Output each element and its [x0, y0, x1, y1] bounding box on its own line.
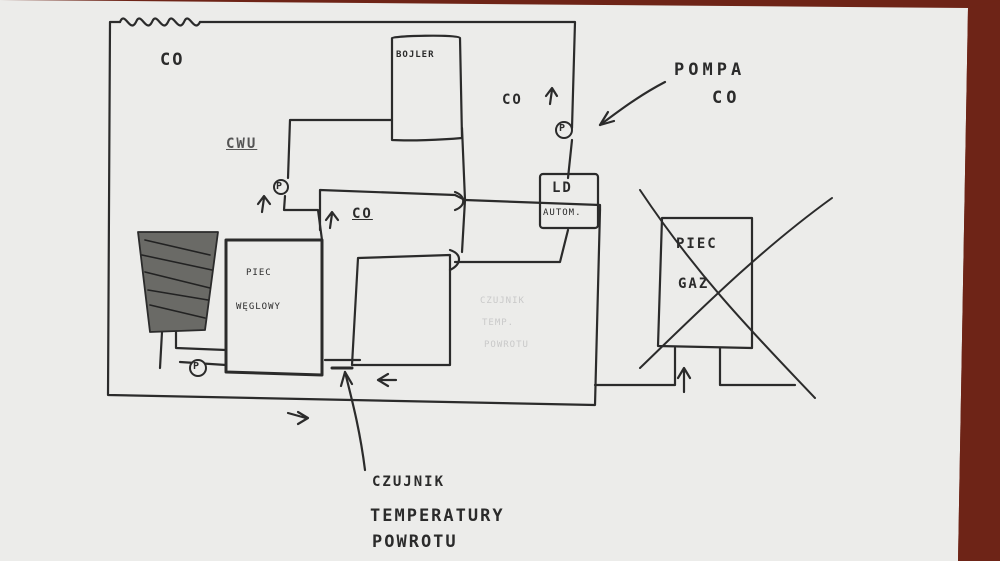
faint-note-1: CZUJNIK: [480, 296, 525, 306]
pump-symbols: [189, 121, 573, 377]
flow-arrow-bottom: [286, 410, 310, 426]
outer-loop-pipe: [106, 20, 602, 407]
label-autom: AUTOM.: [543, 208, 582, 218]
autom-right-return: [463, 198, 602, 212]
label-co-riser: CO: [502, 92, 523, 108]
label-co-mid: CO: [352, 206, 373, 222]
label-co-top: CO: [160, 50, 185, 70]
label-sensor-1: CZUJNIK: [372, 474, 446, 490]
label-sensor-2: TEMPERATURY: [370, 506, 505, 526]
crossover-upper: [453, 190, 465, 212]
table-surface: [958, 0, 1000, 561]
flow-arrow-co-mid: [324, 210, 340, 230]
cwu-pipe: [286, 118, 394, 180]
flow-arrow-return: [376, 372, 398, 388]
faint-note-3: POWROTU: [484, 340, 529, 350]
pump-co-icon: [555, 121, 573, 139]
co-mid-pipe: [318, 188, 467, 232]
label-bojler: BOJLER: [396, 50, 435, 60]
gaz-return-pipe: [718, 346, 797, 387]
riser-to-autom: [566, 138, 574, 180]
label-piec-gaz-2: GAZ: [678, 276, 710, 292]
fuel-container-hatching: [141, 239, 213, 319]
flow-arrow-gaz: [676, 366, 692, 394]
flow-arrow-co: [544, 86, 559, 106]
autom-to-crossover: [453, 228, 570, 264]
flow-arrow-cwu: [256, 194, 272, 214]
pompa-pointer: [598, 80, 667, 127]
top-supply-pipe: [198, 20, 577, 130]
pump-stove-icon: [189, 359, 207, 377]
gaz-feed-pipe: [593, 346, 677, 387]
radiator-coil-icon: [118, 17, 202, 27]
faint-note-2: TEMP.: [482, 318, 515, 328]
piec-gaz-box: [656, 216, 754, 350]
container-legs: [158, 330, 228, 370]
label-piec-weglowy-1: PIEC: [246, 268, 272, 278]
label-pompa-line2: CO: [712, 88, 741, 108]
paper-sheet: [0, 0, 968, 561]
label-sensor-3: POWROTU: [372, 532, 458, 552]
pump-cwu-label: P: [276, 181, 285, 192]
label-piec-gaz-1: PIEC: [676, 236, 718, 252]
sensor-pointer: [343, 370, 367, 472]
label-cwu: CWU: [226, 136, 258, 152]
piping: [106, 17, 833, 472]
ld-autom-box: [538, 172, 600, 230]
label-piec-weglowy-2: WĘGLOWY: [236, 302, 281, 312]
pump-stove-label: P: [193, 361, 202, 372]
pompa-pointer-head: [598, 110, 616, 127]
buffer-tank-box: [350, 253, 452, 367]
sensor-pointer-head: [339, 370, 354, 388]
crossover-lower: [448, 248, 461, 272]
piec-weglowy-box: [224, 238, 324, 377]
label-ld: LD: [552, 180, 573, 196]
pump-cwu-icon: [273, 179, 289, 195]
cross-out-mark: [639, 189, 833, 399]
label-pompa-line1: POMPA: [674, 60, 746, 80]
pump-co-label: P: [559, 123, 568, 134]
